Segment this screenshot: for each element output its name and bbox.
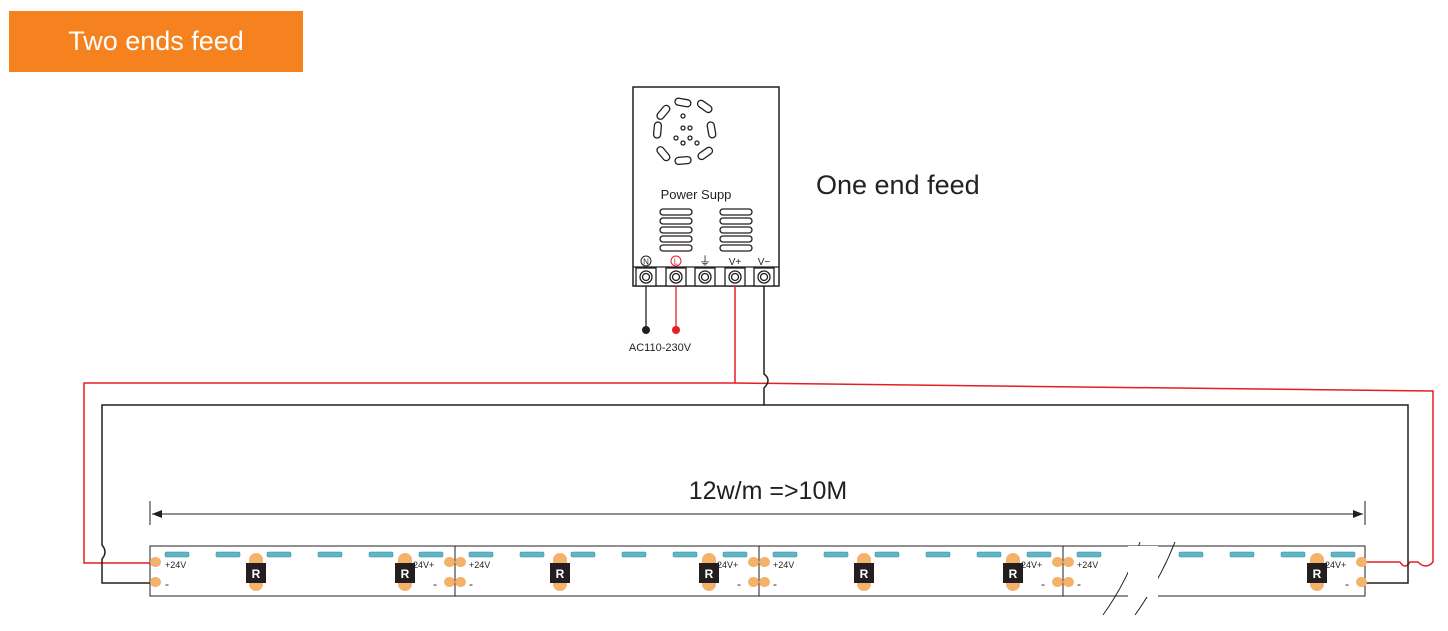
strip-segment-2: +24V - R R 24V+ - (455, 551, 759, 591)
terminal-vminus-label: V− (758, 257, 771, 268)
positive-wire (83, 286, 1434, 567)
minus-label: - (1077, 577, 1081, 591)
one-end-feed-label: One end feed (816, 170, 980, 200)
resistor-label: R (1009, 567, 1018, 581)
resistor-label: R (1313, 567, 1322, 581)
minus-label: - (737, 577, 741, 591)
minus-label: - (165, 577, 169, 591)
terminal-ground-label: ⏚ (699, 254, 711, 268)
strip-segment-4: +24V - R 24V+ - (1063, 551, 1367, 591)
negative-wire (101, 286, 1409, 584)
plus-label-right: 24V+ (717, 560, 738, 570)
power-supply-body (632, 86, 780, 287)
plus-label-right: 24V+ (1325, 560, 1346, 570)
resistor-label: R (401, 567, 410, 581)
minus-label: - (469, 577, 473, 591)
plus-label: +24V (1077, 560, 1098, 570)
title-text: Two ends feed (68, 26, 244, 56)
strip-segment-1: +24V - R R 24V+ - (150, 551, 455, 591)
fan-vent-icon (652, 97, 717, 166)
minus-label: - (1345, 577, 1349, 591)
plus-label-right: 24V+ (1021, 560, 1042, 570)
terminal-vplus-label: V+ (729, 257, 742, 268)
terminal-l-label: L (674, 258, 679, 267)
power-supply: Power Supp N L ⏚ V+ V− (629, 86, 780, 354)
plus-label-right: 24V+ (413, 560, 434, 570)
vent-slots (659, 208, 753, 252)
strip-segment-3: +24V - R R 24V+ - (759, 551, 1063, 591)
resistor-label: R (252, 567, 261, 581)
title-banner: Two ends feed (9, 11, 303, 72)
plus-label: +24V (165, 560, 186, 570)
terminal-n-label: N (643, 258, 649, 267)
terminal-block (635, 267, 775, 287)
resistor-label: R (705, 567, 714, 581)
resistor-label: R (860, 567, 869, 581)
led-strip (149, 541, 1366, 616)
resistor-label: R (556, 567, 565, 581)
dimension-line: 12w/m =>10M (149, 477, 1366, 525)
minus-label: - (433, 577, 437, 591)
minus-label: - (1041, 577, 1045, 591)
minus-label: - (773, 577, 777, 591)
ac-neutral-dot (642, 326, 650, 334)
terminal-labels: N L ⏚ V+ V− (640, 254, 771, 268)
plus-label: +24V (773, 560, 794, 570)
ac-input-label: AC110-230V (629, 342, 692, 354)
plus-label: +24V (469, 560, 490, 570)
dimension-label: 12w/m =>10M (689, 477, 847, 505)
ac-live-dot (672, 326, 680, 334)
power-supply-label: Power Supp (661, 187, 732, 202)
